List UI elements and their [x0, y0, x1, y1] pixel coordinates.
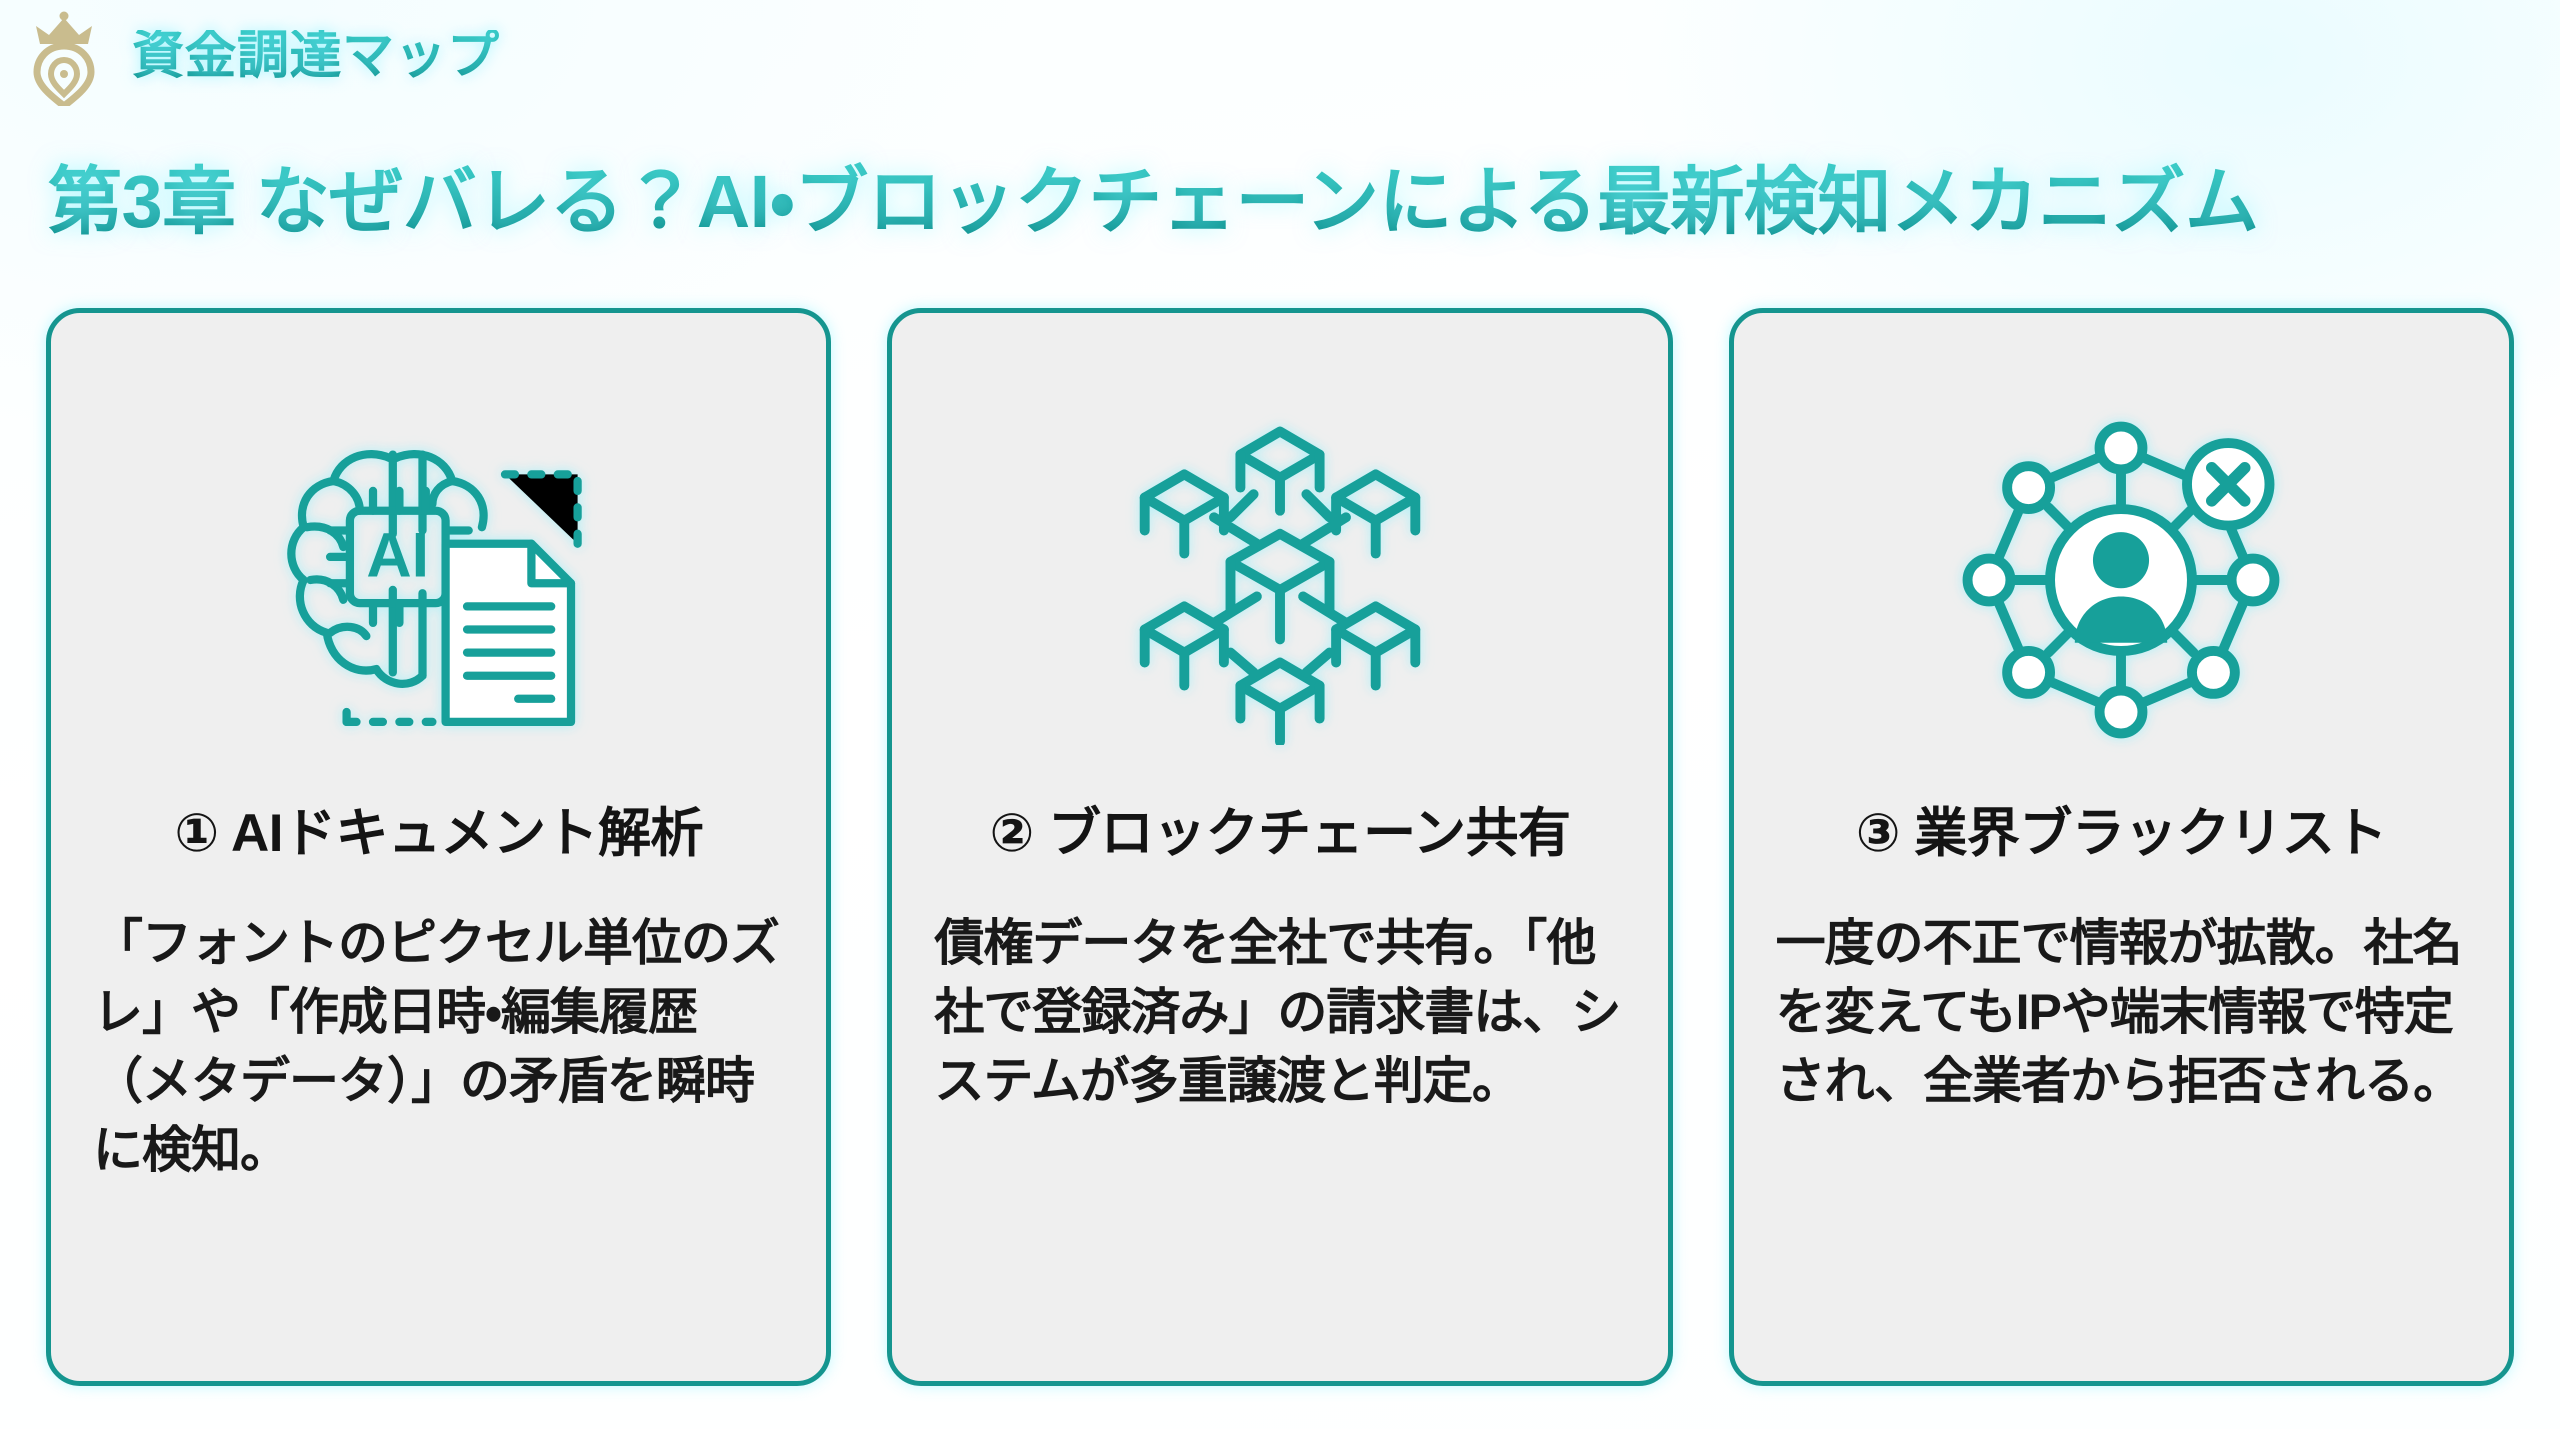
- crown-location-pin-logo-icon: [18, 10, 114, 111]
- page-title: 第3章 なぜバレる？AI・ブロックチェーンによる最新検知メカニズム: [48, 161, 2528, 242]
- feature-card-industry-blacklist: ③ 業界ブラックリスト 一度の不正で情報が拡散。社名を変えてもIPや端末情報で特…: [1728, 308, 2514, 1386]
- feature-card-ai-document-analysis: AI: [46, 308, 832, 1386]
- ai-brain-document-icon: AI: [274, 415, 604, 745]
- feature-card-title: ② ブロックチェーン共有: [989, 804, 1571, 863]
- feature-card-row: AI: [46, 308, 2514, 1386]
- brand-logo-block: 資金調達マップ: [18, 8, 500, 111]
- blacklist-network-user-icon: [1956, 415, 2286, 745]
- feature-card-body: 「フォントのピクセル単位のズレ」や「作成日時・編集履歴（メタデータ）」の矛盾を瞬…: [93, 915, 780, 1179]
- feature-card-blockchain-sharing: ② ブロックチェーン共有 債権データを全社で共有。「他社で登録済み」の請求書は、…: [887, 308, 1673, 1386]
- feature-card-title: ③ 業界ブラックリスト: [1855, 804, 2388, 863]
- feature-card-body: 債権データを全社で共有。「他社で登録済み」の請求書は、システムが多重譲渡と判定。: [934, 915, 1621, 1110]
- feature-card-body: 一度の不正で情報が拡散。社名を変えてもIPや端末情報で特定され、全業者から拒否さ…: [1775, 915, 2464, 1110]
- feature-card-title: ① AIドキュメント解析: [174, 804, 703, 863]
- blockchain-cubes-icon: [1115, 415, 1445, 745]
- brand-name: 資金調達マップ: [132, 27, 500, 85]
- svg-text:AI: AI: [366, 521, 429, 591]
